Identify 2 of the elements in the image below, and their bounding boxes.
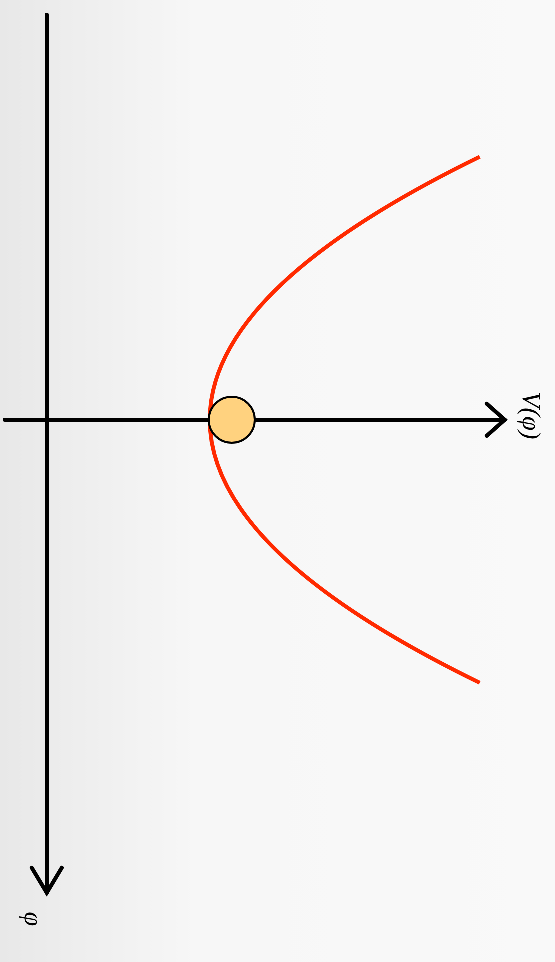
axis-label: φ: [18, 912, 48, 926]
axis-label: V(φ): [516, 392, 546, 440]
